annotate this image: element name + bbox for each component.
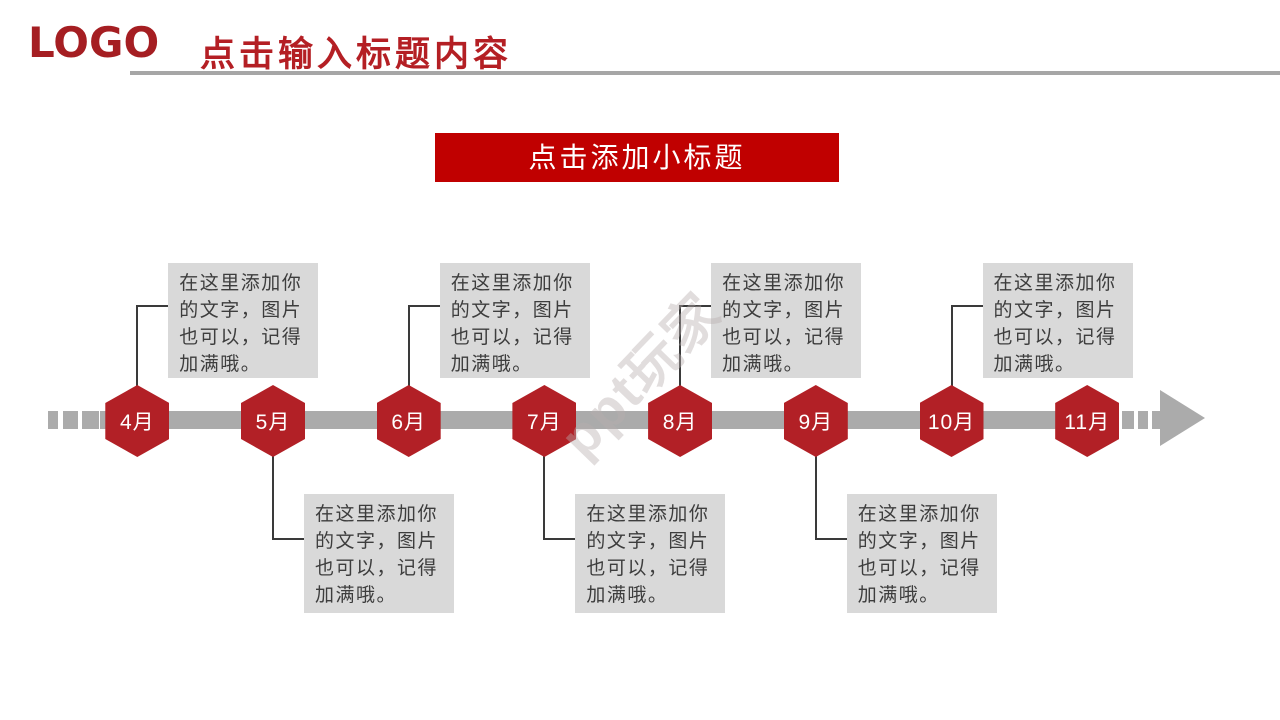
timeline-dash bbox=[63, 411, 78, 429]
logo: LOGO bbox=[28, 18, 160, 67]
connector-line-vertical bbox=[407, 305, 410, 387]
note-box[interactable]: 在这里添加你的文字，图片也可以，记得加满哦。 bbox=[846, 494, 997, 613]
timeline-bar bbox=[100, 411, 1118, 429]
connector-line-vertical bbox=[272, 456, 274, 540]
note-box[interactable]: 在这里添加你的文字，图片也可以，记得加满哦。 bbox=[168, 263, 319, 378]
timeline-dash bbox=[1122, 411, 1134, 429]
month-label: 11月 bbox=[1064, 411, 1111, 434]
connector-line-horizontal bbox=[544, 538, 578, 540]
connector-line-horizontal bbox=[273, 538, 306, 540]
timeline-dash bbox=[1152, 411, 1160, 429]
timeline-node-8[interactable]: 11月 bbox=[1055, 385, 1120, 457]
timeline-dash bbox=[1138, 411, 1148, 429]
timeline-node-3[interactable]: 6月 bbox=[376, 385, 441, 457]
timeline-node-1[interactable]: 4月 bbox=[105, 385, 170, 457]
connector-line-vertical bbox=[679, 305, 682, 387]
month-label: 10月 bbox=[927, 411, 976, 434]
timeline-node-7[interactable]: 10月 bbox=[919, 385, 984, 457]
note-box[interactable]: 在这里添加你的文字，图片也可以，记得加满哦。 bbox=[439, 263, 590, 378]
connector-line-horizontal bbox=[408, 305, 442, 307]
timeline-node-6[interactable]: 9月 bbox=[783, 385, 848, 457]
month-label: 8月 bbox=[662, 411, 698, 434]
month-label: 6月 bbox=[391, 411, 427, 434]
connector-line-vertical bbox=[136, 305, 139, 387]
timeline-node-5[interactable]: 8月 bbox=[648, 385, 713, 457]
timeline-node-2[interactable]: 5月 bbox=[241, 385, 305, 457]
timeline-dash bbox=[82, 411, 99, 429]
month-label: 9月 bbox=[798, 411, 834, 434]
connector-line-vertical bbox=[543, 456, 546, 540]
connector-line-horizontal bbox=[680, 305, 714, 307]
note-box[interactable]: 在这里添加你的文字，图片也可以，记得加满哦。 bbox=[575, 494, 726, 613]
subtitle-banner[interactable]: 点击添加小标题 bbox=[435, 133, 839, 182]
header-divider bbox=[130, 71, 1280, 75]
connector-line-vertical bbox=[814, 456, 817, 540]
timeline-arrow-icon bbox=[1160, 390, 1205, 446]
connector-line-vertical bbox=[950, 305, 953, 387]
timeline-dash bbox=[48, 411, 58, 429]
connector-line-horizontal bbox=[137, 305, 171, 307]
month-label: 5月 bbox=[255, 411, 291, 434]
page-title[interactable]: 点击输入标题内容 bbox=[200, 35, 513, 74]
note-box[interactable]: 在这里添加你的文字，图片也可以，记得加满哦。 bbox=[304, 494, 454, 613]
connector-line-horizontal bbox=[951, 305, 985, 307]
month-label: 7月 bbox=[527, 411, 562, 434]
month-label: 4月 bbox=[119, 411, 155, 434]
connector-line-horizontal bbox=[815, 538, 849, 540]
note-box[interactable]: 在这里添加你的文字，图片也可以，记得加满哦。 bbox=[982, 263, 1133, 378]
note-box[interactable]: 在这里添加你的文字，图片也可以，记得加满哦。 bbox=[711, 263, 862, 378]
timeline-node-4[interactable]: 7月 bbox=[512, 385, 577, 457]
